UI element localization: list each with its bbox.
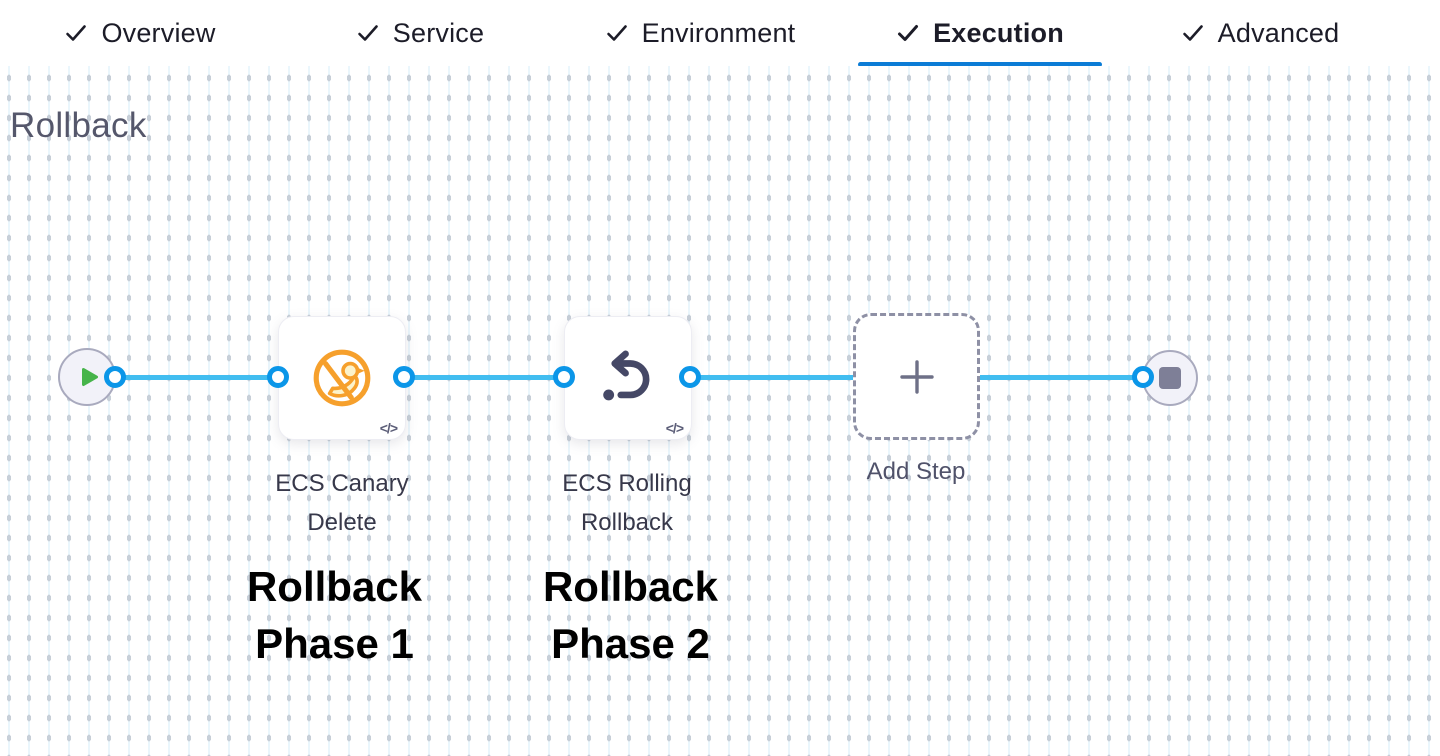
tab-advanced[interactable]: Advanced [1120,0,1400,66]
tab-service[interactable]: Service [280,0,560,66]
play-icon [77,365,101,389]
step-name-label: ECS Rolling Rollback [562,470,692,536]
tab-label: Service [392,17,485,48]
check-icon [356,21,380,45]
view-as-code-icon[interactable]: </> [379,420,398,436]
canary-delete-icon [309,345,375,411]
stage-tabbar: Overview Service Environment Execution A… [0,0,1440,67]
port-step1-in[interactable] [267,366,289,388]
port-end-in[interactable] [1132,366,1154,388]
view-as-code-icon[interactable]: </> [665,420,684,436]
rolling-rollback-icon [598,349,658,407]
end-node [1142,350,1198,406]
check-icon [1181,21,1205,45]
step-name-label: ECS Canary Delete [275,470,409,536]
port-step1-out[interactable] [393,366,415,388]
add-step-button[interactable] [853,313,980,440]
add-step-label: Add Step [866,458,966,485]
tab-label: Environment [641,17,796,48]
check-icon [605,21,629,45]
port-step2-in[interactable] [553,366,575,388]
annotation-rollback-phase-1: Rollback Phase 1 [246,563,423,667]
tab-environment[interactable]: Environment [560,0,840,66]
tab-label: Execution [933,17,1064,48]
tab-label: Overview [101,17,216,48]
stop-icon [1159,367,1181,389]
plus-icon [895,355,939,399]
check-icon [896,21,920,45]
annotation-rollback-phase-2: Rollback Phase 2 [542,563,719,667]
start-node [58,348,116,406]
port-step2-out[interactable] [679,366,701,388]
section-title: Rollback [10,106,147,145]
tab-overview[interactable]: Overview [0,0,280,66]
execution-graph-canvas: Rollback </> </> [0,66,1440,756]
step-ecs-canary-delete[interactable]: </> [278,316,406,440]
check-icon [64,21,88,45]
tab-label: Advanced [1217,17,1340,48]
step-ecs-rolling-rollback[interactable]: </> [564,316,692,440]
tab-execution[interactable]: Execution [840,0,1120,67]
port-start-out[interactable] [104,366,126,388]
